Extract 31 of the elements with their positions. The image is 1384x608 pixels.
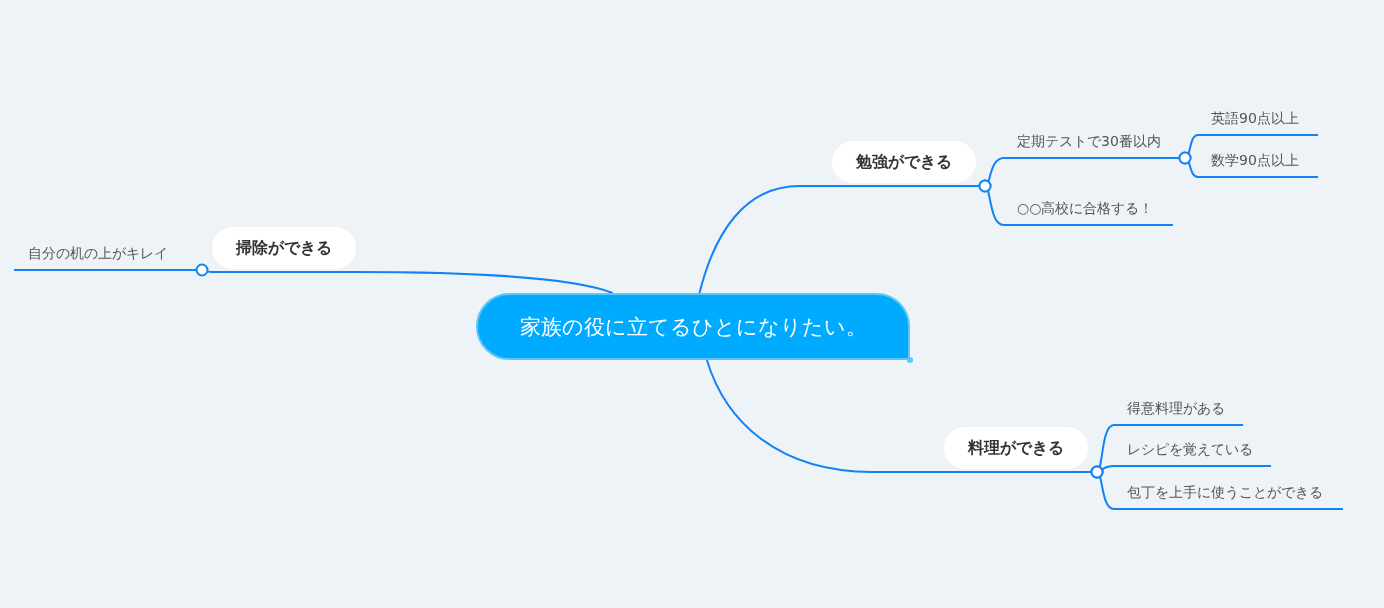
branch-line: [1090, 465, 1115, 510]
topic-text: 掃除ができる: [236, 237, 332, 259]
branch-line: [355, 271, 614, 294]
subtopic-text: 包丁を上手に使うことができる: [1127, 483, 1323, 502]
subtopic-text: レシピを覚えている: [1127, 440, 1253, 459]
branch-line: [705, 359, 945, 473]
subtopic-node: [1003, 198, 1173, 226]
subtopic-text: 定期テストで30番以内: [1017, 132, 1161, 151]
subtopic-text: 英語90点以上: [1211, 109, 1299, 128]
subtopic-text: 得意料理がある: [1127, 399, 1225, 418]
subtopic-text: 自分の机の上がキレイ: [28, 244, 168, 263]
subtopic-node: [14, 243, 196, 271]
subtopic-node: [1003, 131, 1179, 159]
topic-text: 勉強ができる: [856, 151, 952, 173]
subtopic-text: 数学90点以上: [1211, 151, 1299, 170]
subtopic-node: [1197, 150, 1318, 178]
subtopic-node: [1197, 108, 1318, 136]
subtopic-text: ○○高校に合格する！: [1017, 199, 1154, 218]
branch-line: [698, 185, 833, 294]
subtopic-node: [1113, 398, 1243, 426]
subtopic-node: [1113, 439, 1271, 467]
branch-line: [978, 179, 1005, 226]
topic-node: [212, 227, 356, 273]
central-topic: [476, 293, 910, 360]
branch-line: [1178, 151, 1199, 178]
branch-line: [195, 263, 213, 277]
subtopic-node: [1113, 482, 1343, 510]
topic-node: [832, 141, 979, 187]
topic-node: [944, 427, 1091, 473]
central-topic-text: 家族の役に立てるひとになりたい。: [519, 313, 867, 341]
topic-text: 料理ができる: [968, 437, 1064, 459]
